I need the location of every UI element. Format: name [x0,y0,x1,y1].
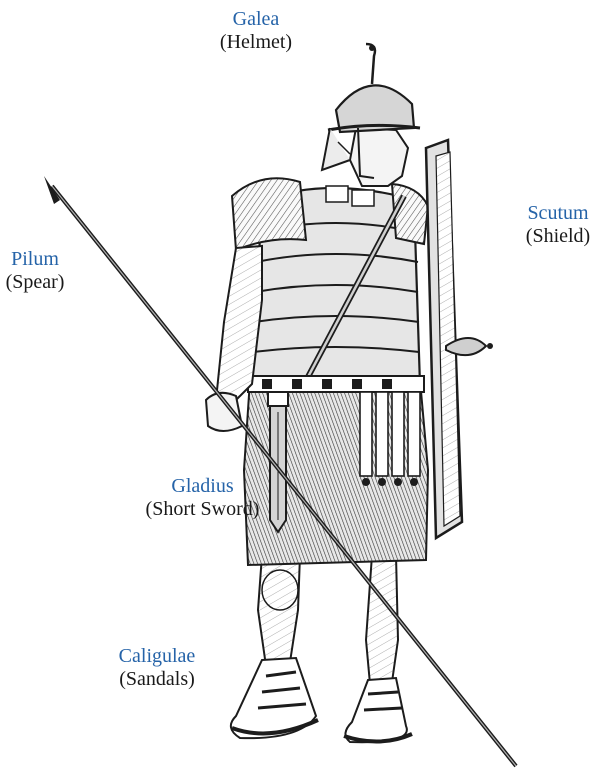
label-galea-latin: Galea [196,8,316,31]
scutum-shield [426,140,493,538]
label-gladius-latin: Gladius [130,475,275,498]
head-and-galea-helmet [322,44,420,186]
label-caligae-latin: Caligulae [92,645,222,668]
label-pilum: Pilum (Spear) [0,248,78,294]
label-caligae: Caligulae (Sandals) [92,645,222,691]
label-pilum-latin: Pilum [0,248,78,271]
label-pilum-english: (Spear) [0,271,78,294]
label-gladius-english: (Short Sword) [130,498,275,521]
rear-leg [366,555,398,684]
label-scutum-english: (Shield) [508,225,605,248]
front-leg [258,555,300,666]
label-scutum: Scutum (Shield) [508,202,605,248]
label-galea-english: (Helmet) [196,31,316,54]
label-galea: Galea (Helmet) [196,8,316,54]
label-gladius: Gladius (Short Sword) [130,475,275,521]
label-scutum-latin: Scutum [508,202,605,225]
label-caligae-english: (Sandals) [92,668,222,691]
